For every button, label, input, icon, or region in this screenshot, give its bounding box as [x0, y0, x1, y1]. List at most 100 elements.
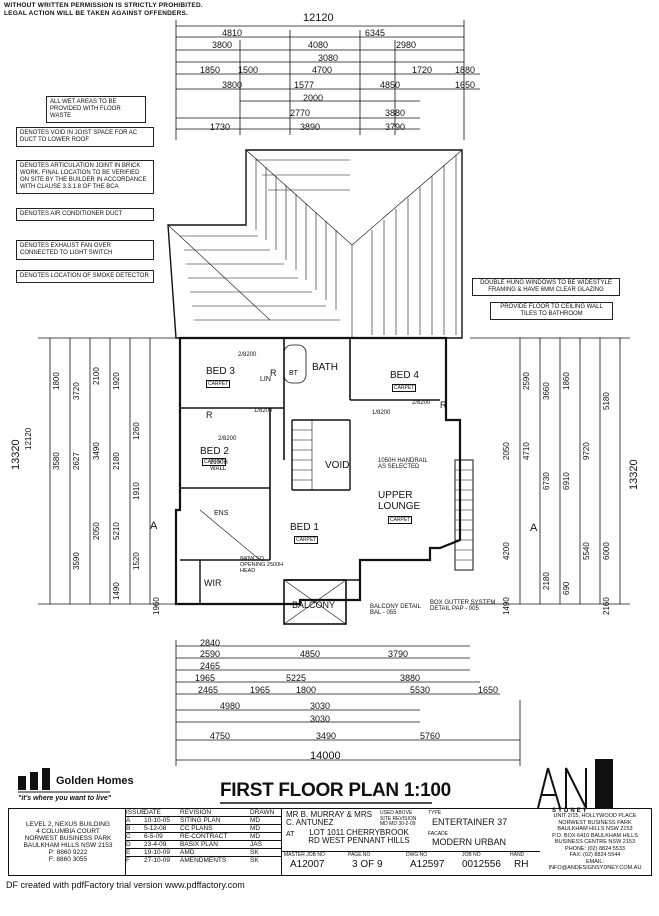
dim-left-overall: 13320 [10, 439, 22, 470]
top-dimensions: 12120 4810 6345 3800 4080 2980 3080 1850… [0, 0, 659, 150]
dim-right-6: 9720 [582, 442, 591, 460]
dim-bot-r0-0: 2840 [200, 638, 221, 648]
left-dimensions: 13320 12120 1800 3720 2100 1920 2627 358… [0, 330, 176, 620]
dim-left-11: 3590 [72, 552, 81, 570]
label-carpet-lounge: CARPET [388, 516, 413, 524]
rev-header-drawn: DRAWN [250, 809, 275, 816]
dim-right-13: 2160 [602, 597, 611, 615]
dim-top-r8-1: 1730 [210, 122, 231, 132]
rev-header-revision: REVISION [180, 809, 212, 816]
client-box: MR B. MURRAY & MRS C. ANTUNEZ USED ABOVE… [281, 809, 540, 875]
rev-header-issue: ISSUE [126, 809, 146, 816]
dim-left-13: 1520 [132, 552, 141, 570]
label-carpet-bed2: CARPET [202, 458, 227, 466]
dim-bot-overall: 14000 [310, 750, 341, 762]
legend-wet-areas: ALL WET AREAS TO BE PROVIDED WITH FLOOR … [46, 96, 146, 123]
dim-right-7: 6730 [542, 472, 551, 490]
label-bt: BT [289, 370, 298, 377]
dim-top-r5-4: 1650 [455, 80, 476, 90]
dim-top-r3-1: 3080 [318, 53, 339, 63]
dim-top-r8-2: 3890 [300, 122, 321, 132]
dim-top-r4-4: 1720 [412, 65, 433, 75]
dim-bot-r4-3: 5530 [410, 685, 431, 695]
dim-bot-r1-2: 3790 [388, 649, 409, 659]
dim-top-r1-1: 4810 [222, 28, 243, 38]
dim-bot-r1-1: 4850 [300, 649, 321, 659]
dim-top-r4-2: 1500 [238, 65, 259, 75]
dim-left-4: 2627 [72, 452, 81, 470]
dim-left-6: 3490 [92, 442, 101, 460]
brand-name: Golden Homes [56, 775, 134, 787]
dim-right-4: 2050 [502, 442, 511, 460]
dim-top-r7-1: 2770 [290, 108, 311, 118]
legend-exhaust-fan: DENOTES EXHAUST FAN OVER CONNECTED TO LI… [16, 240, 154, 260]
type-label: TYPE [428, 810, 442, 816]
label-door-bed4: 2/8200 [412, 400, 431, 406]
room-linen: LIN [260, 376, 271, 383]
note-balcony: BALCONY DETAIL BAL - 055 [370, 604, 421, 616]
label-r-bed3: R [270, 368, 277, 378]
job-label: JOB NO [462, 852, 481, 858]
page-no: 3 OF 9 [352, 859, 383, 870]
hand-label: HAND [510, 852, 525, 858]
dim-top-r1-2: 6345 [365, 28, 386, 38]
dim-bot-r1-0: 2590 [200, 649, 221, 659]
dim-right-2: 1860 [562, 372, 571, 390]
room-bed3: BED 3 [206, 366, 235, 377]
facade-label: FACADE [428, 831, 449, 837]
dim-left-1: 3720 [72, 382, 81, 400]
rev-note: USED ABOVE SITE REVISION MD MD 30-2-09 [380, 810, 417, 827]
dim-right-3: 5180 [602, 392, 611, 410]
label-r-bed2: R [206, 410, 213, 420]
dim-left-5: 3580 [52, 452, 61, 470]
site-label: AT [286, 831, 295, 838]
note-gutter: BOX GUTTER SYSTEM DETAIL PAP - 005 [430, 600, 496, 612]
label-handrail: 1050H HANDRAIL AS SELECTED [378, 458, 428, 470]
room-upper-lounge: UPPER LOUNGE [378, 490, 421, 512]
drawing-title: FIRST FLOOR PLAN 1:100 [220, 780, 451, 801]
house-type: ENTERTAINER 37 [432, 817, 508, 827]
label-wall-2100: 2100H WALL [210, 460, 228, 472]
legend-ac-duct: DENOTES AIR CONDITIONER DUCT [16, 208, 154, 221]
right-dimensions: 13320 2590 3660 1860 5180 2050 4710 9720… [470, 330, 650, 620]
label-opening: 840W SQ OPENING 2500H HEAD [240, 556, 284, 574]
dim-bot-r4-4: 1650 [478, 685, 499, 695]
label-r-bed4: R [440, 400, 447, 410]
dim-bot-r3-2: 3880 [400, 673, 421, 683]
dim-top-r7-2: 3880 [385, 108, 406, 118]
label-door-1b: 1/8200 [372, 410, 391, 416]
dim-right-1: 3660 [542, 382, 551, 400]
rev-header-date: DATE [144, 809, 161, 816]
dim-left-7: 2180 [112, 452, 121, 470]
section-marker-right: A [530, 522, 538, 534]
dwg-label: DWG NO [406, 852, 428, 858]
dim-top-r4-1: 1850 [200, 65, 221, 75]
dim-right-10: 5540 [582, 542, 591, 560]
an-design-brand: SYDNEY [552, 808, 589, 814]
job-no: 0012556 [462, 859, 501, 870]
dim-right-15: 690 [562, 581, 571, 595]
dim-top-r4-3: 4700 [312, 65, 333, 75]
master-label: MASTER JOB NO [284, 852, 325, 858]
dim-top-r5-2: 1577 [294, 80, 315, 90]
dim-right-11: 6000 [602, 542, 611, 560]
dim-left-2: 2100 [92, 367, 101, 385]
dim-top-r6-1: 2000 [303, 93, 324, 103]
label-carpet-bed3: CARPET [206, 380, 231, 388]
dim-top-r2-1: 3800 [212, 40, 233, 50]
hand: RH [514, 859, 529, 870]
room-wir: WIR [204, 578, 222, 588]
dim-bot-r7-0: 4750 [210, 731, 231, 741]
dim-bot-r7-2: 5760 [420, 731, 441, 741]
dim-left-0: 1800 [52, 372, 61, 390]
site-address: LOT 1011 CHERRYBROOK RD WEST PENNANT HIL… [308, 828, 410, 845]
design-company-address: UNIT 2/15, HOLLYWOOD PLACE NORWEST BUSIN… [548, 813, 642, 871]
room-bed1: BED 1 [290, 522, 319, 533]
